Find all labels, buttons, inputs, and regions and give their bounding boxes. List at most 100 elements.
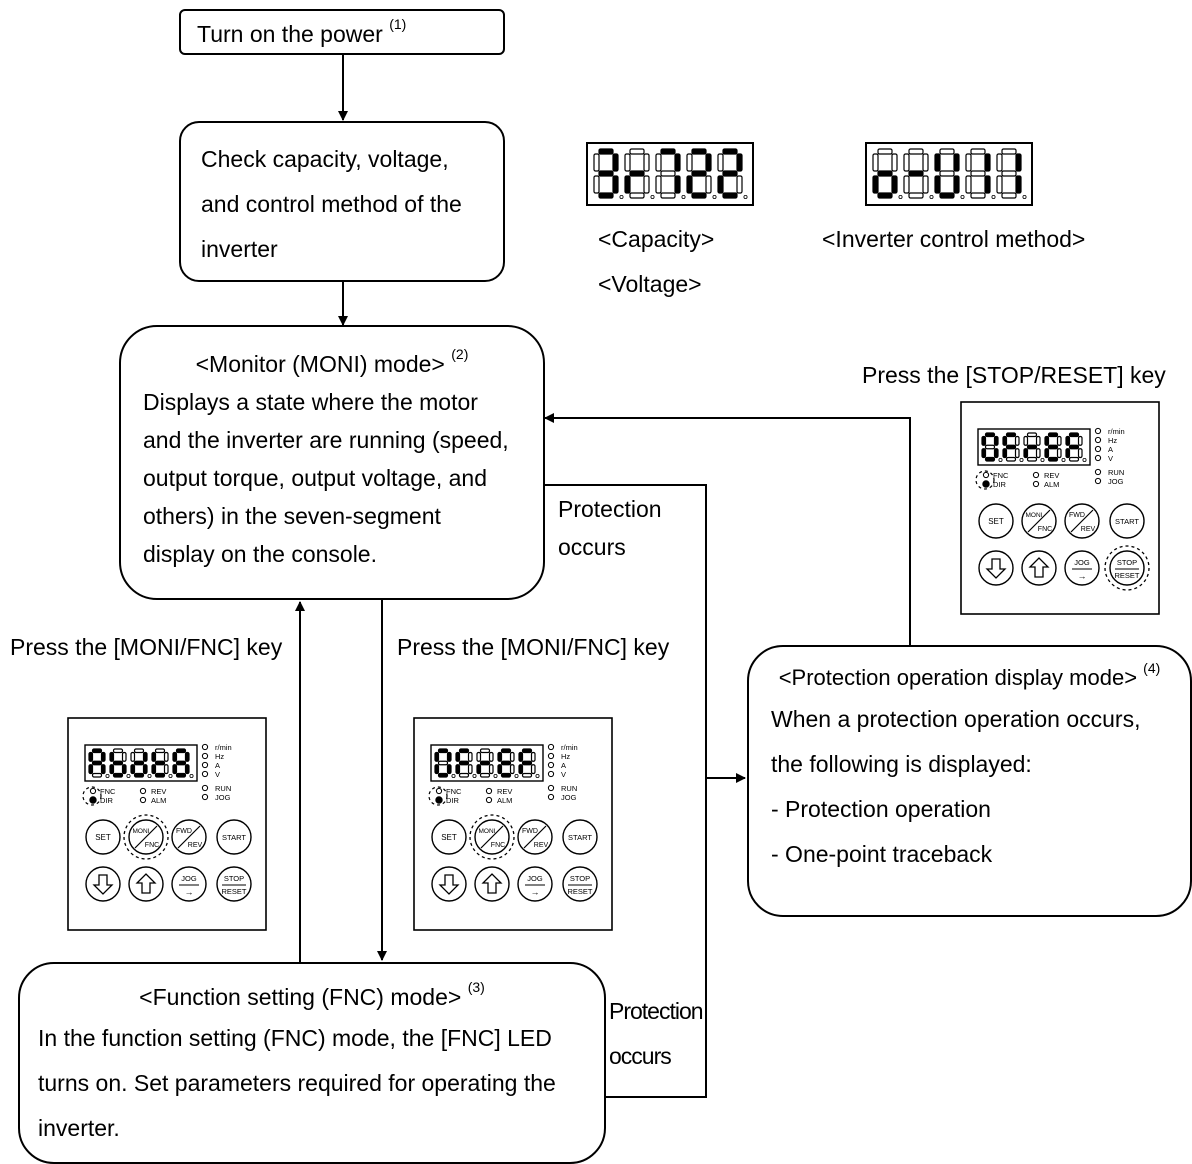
seven-seg-digit [965,148,996,200]
function-line-2: turns on. Set parameters required for op… [38,1070,556,1096]
indicator-jog-label: JOG [215,793,231,802]
moni-key-label: MONI [1026,512,1043,519]
arrow-right-icon: → [1078,571,1087,581]
down-key[interactable] [431,866,467,902]
indicator-run-label: RUN [561,784,577,793]
seven-seg-digit [1023,432,1045,463]
seven-seg-digit [130,748,152,779]
up-key[interactable] [474,866,510,902]
capacity-display [586,142,756,213]
indicator-label: Hz [561,752,570,761]
seven-seg-digit [109,748,131,779]
seven-seg-digit [872,148,903,200]
up-key[interactable] [1021,550,1057,586]
check-line-3: inverter [201,236,278,262]
start-key[interactable]: START [562,819,598,855]
set-key[interactable]: SET [431,819,467,855]
fnc-key-label: FNC [491,842,505,849]
fnc-key-label: FNC [145,842,159,849]
seven-seg-digit [172,748,194,779]
seven-seg-digit [1002,432,1024,463]
seven-seg-digit [593,148,624,200]
led-alm-label: ALM [497,796,512,805]
set-key-label: SET [441,833,457,842]
fwd-rev-key[interactable]: FWD REV [171,819,207,855]
set-key[interactable]: SET [978,503,1014,539]
jog-key-label: JOG [527,874,543,883]
seven-seg-digit [434,748,456,779]
stop-reset-key[interactable]: STOP RESET [216,866,252,902]
jog-key[interactable]: JOG → [1064,550,1100,586]
check-line-2: and control method of the [201,191,462,217]
rev-key-label: REV [188,842,203,849]
protection-title: <Protection operation display mode> (4) [778,660,1161,690]
capacity-label: <Capacity> [598,226,715,252]
down-key[interactable] [978,550,1014,586]
seven-seg-digit [655,148,686,200]
led-dir-label: DIR [100,796,114,805]
seven-seg-digit [624,148,655,200]
led-rev-label: REV [1044,471,1059,480]
jog-key-label: JOG [1074,558,1090,567]
jog-key-label: JOG [181,874,197,883]
stop-key-label: STOP [224,874,244,883]
led-fnc-label: FNC [100,787,116,796]
set-key[interactable]: SET [85,819,121,855]
arrow-up-icon [1028,557,1050,578]
indicator-label: V [215,770,220,779]
monitor-line-4: others) in the seven-segment [143,503,441,529]
indicator-label: V [1108,454,1113,463]
set-key-label: SET [988,517,1004,526]
monitor-line-5: display on the console. [143,541,377,567]
moni-fnc-key[interactable]: MONI FNC [1021,503,1057,539]
fwd-key-label: FWD [1069,512,1085,519]
start-key[interactable]: START [216,819,252,855]
protection-line-4: - One-point traceback [771,841,993,867]
voltage-label: <Voltage> [598,271,702,297]
monitor-mode-box: <Monitor (MONI) mode> (2) Displays a sta… [119,325,545,600]
start-key[interactable]: START [1109,503,1145,539]
arrow-down-icon [92,874,114,895]
protection-line-2: the following is displayed: [771,751,1032,777]
jog-key[interactable]: JOG→ [171,866,207,902]
indicator-label: Hz [215,752,224,761]
seven-seg-digit [996,148,1027,200]
down-key[interactable] [85,866,121,902]
seven-seg-digit [981,432,1003,463]
up-key[interactable] [128,866,164,902]
moni-key-label: MONI [479,828,496,835]
moni-fnc-key[interactable]: MONI FNC [474,819,510,855]
led-rev-label: REV [497,787,512,796]
reset-key-label: RESET [221,887,246,896]
press-moni-left-label: Press the [MONI/FNC] key [10,634,283,660]
indicator-label: Hz [1108,436,1117,445]
press-stop-reset-label: Press the [STOP/RESET] key [862,362,1166,388]
seven-seg-digit [88,748,110,779]
fnc-key-label: FNC [1038,526,1052,533]
arrow-right-icon: → [531,887,540,897]
rev-key-label: REV [534,842,549,849]
seven-seg-digit [686,148,717,200]
stop-key-label: STOP [570,874,590,883]
indicator-run-label: RUN [1108,468,1124,477]
indicator-label: A [1108,445,1113,454]
indicator-label: V [561,770,566,779]
seven-seg-digit [903,148,934,200]
monitor-line-2: and the inverter are running (speed, [143,427,509,453]
indicator-label: r/min [215,743,232,752]
fwd-key-label: FWD [176,828,192,835]
highlight-ring [123,814,169,860]
seven-seg-digit [455,748,477,779]
arrow-up-icon [481,873,503,894]
arrow-protection-to-monitor [544,413,911,645]
jog-key[interactable]: JOG → [517,866,553,902]
indicator-label: A [561,761,566,770]
reset-key-label: RESET [1114,571,1139,580]
